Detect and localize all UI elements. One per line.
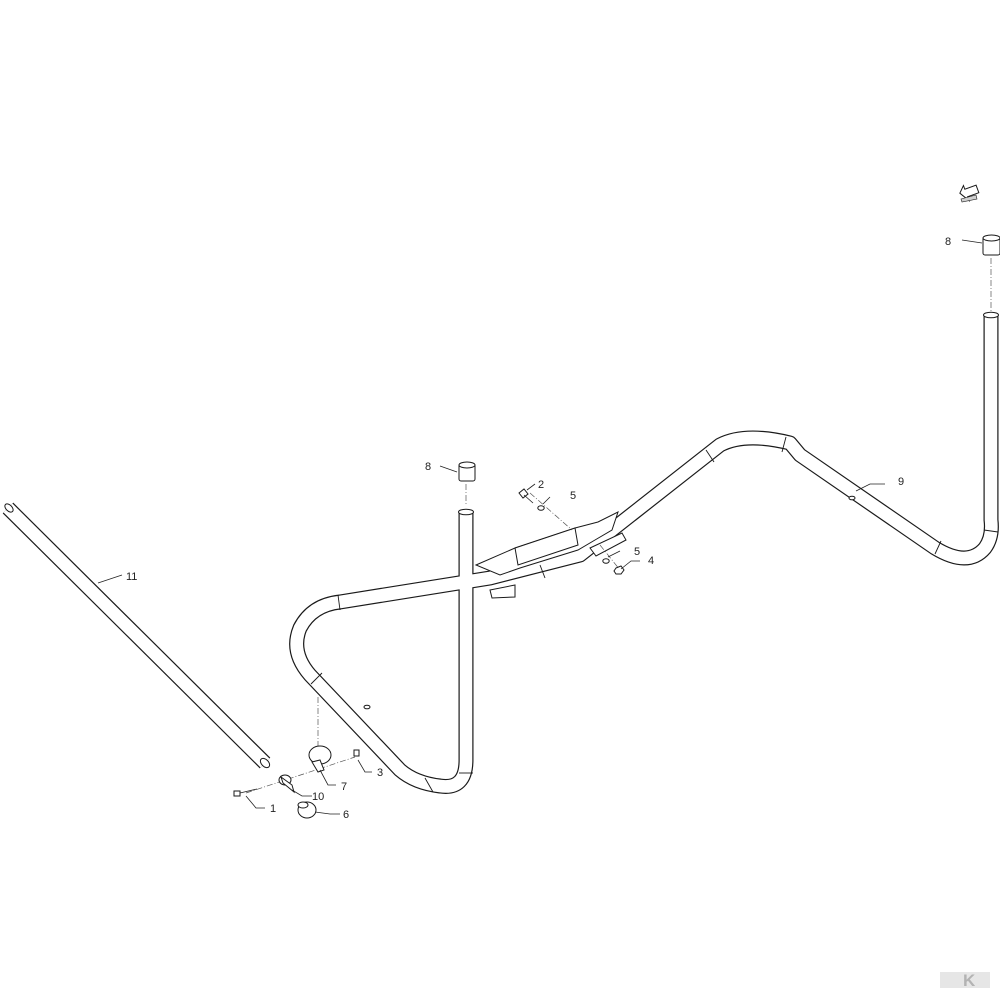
callout-labels: 11 8 8 2 5 5 4 9 3 7 10 1 6 xyxy=(126,236,951,821)
callout-7: 7 xyxy=(341,781,347,793)
callout-3: 3 xyxy=(377,767,383,779)
callout-10: 10 xyxy=(312,791,324,803)
brand-logo-text: K xyxy=(963,971,976,990)
callout-5-lower: 5 xyxy=(634,546,640,558)
callout-4: 4 xyxy=(648,555,654,567)
part-1-bolt xyxy=(233,788,258,797)
part-9-handlebar-frame xyxy=(289,311,999,794)
part-4-nut xyxy=(613,565,625,575)
direction-arrow-icon xyxy=(959,184,980,203)
callout-11: 11 xyxy=(126,571,137,583)
part-3-nut xyxy=(353,749,360,757)
part-8-end-cap-left xyxy=(458,461,476,482)
part-11-tube xyxy=(2,502,271,769)
callout-8-right: 8 xyxy=(945,236,951,248)
callout-8-left: 8 xyxy=(425,461,431,473)
callout-leaders xyxy=(97,239,983,815)
callout-6: 6 xyxy=(343,809,349,821)
brand-logo: K xyxy=(940,971,990,990)
part-5-washer-upper xyxy=(537,505,545,511)
callout-9: 9 xyxy=(898,476,904,488)
callout-5-upper: 5 xyxy=(570,490,576,502)
part-7-clamp xyxy=(308,745,332,773)
part-10-clamp-ring xyxy=(278,774,295,794)
callout-1: 1 xyxy=(270,803,276,815)
part-2-bolt xyxy=(518,488,534,504)
part-8-end-cap-right xyxy=(982,234,1000,256)
part-5-washer-lower xyxy=(602,558,610,564)
part-6-cap xyxy=(297,801,317,819)
callout-2: 2 xyxy=(538,479,544,491)
